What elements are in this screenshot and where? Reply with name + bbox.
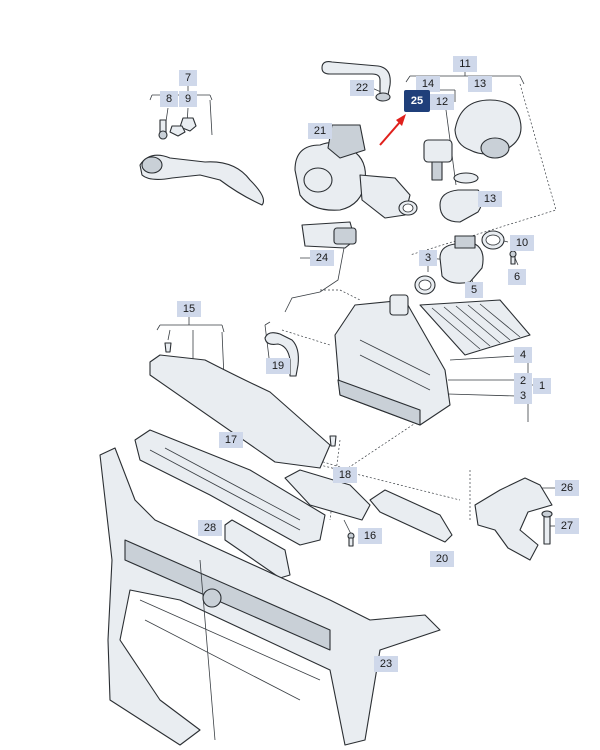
part-8-9-bolts	[158, 117, 197, 140]
label-10-bg	[510, 235, 534, 251]
label-20: 20	[436, 553, 448, 565]
part-20-air-guide	[369, 489, 453, 543]
label-1: 1	[539, 380, 545, 392]
label-23: 23	[380, 658, 392, 670]
label-16: 16	[364, 530, 376, 542]
label-28-bg	[198, 520, 222, 536]
label-3b-bg	[514, 388, 532, 404]
label-9-bg	[179, 91, 197, 107]
part-5-air-mass-meter	[439, 235, 484, 284]
label-13a-bg	[468, 76, 492, 92]
red-arrow-line	[379, 121, 401, 146]
label-21-bg	[308, 123, 332, 139]
part-21-turbocharger	[294, 124, 411, 219]
label-14: 14	[422, 78, 434, 90]
label-15: 15	[183, 303, 195, 315]
label-24-bg	[310, 250, 334, 266]
label-5: 5	[471, 284, 477, 296]
label-20-bg	[430, 551, 454, 567]
label-5-bg	[465, 282, 483, 298]
label-18: 18	[339, 469, 351, 481]
label-6: 6	[514, 271, 520, 283]
label-2: 2	[520, 375, 526, 387]
part-27-bolt	[541, 510, 553, 545]
label-28: 28	[204, 522, 216, 534]
red-arrow-head	[396, 114, 406, 126]
label-8: 8	[166, 93, 172, 105]
label-16-bg	[358, 528, 382, 544]
callout-labels: 1 2 3 3 4 5 6 7 8 9 10 11 12 13 13 14 15	[160, 56, 579, 672]
label-4-bg	[514, 347, 532, 363]
label-14-bg	[416, 76, 440, 92]
part-22-hose	[321, 61, 391, 102]
label-11: 11	[459, 58, 470, 70]
part-18-duct-section	[284, 469, 371, 521]
label-3b: 3	[520, 390, 526, 402]
label-24: 24	[316, 252, 328, 264]
label-18-bg	[333, 467, 357, 483]
label-8-bg	[160, 91, 178, 107]
label-13b: 13	[484, 193, 496, 205]
part-13-charge-air-hose	[439, 99, 522, 223]
part-16-clip	[347, 532, 355, 547]
label-11-bg	[453, 56, 477, 72]
label-19: 19	[272, 360, 284, 372]
part-24-valve-bracket	[284, 221, 357, 313]
part-17-air-duct	[134, 429, 326, 546]
label-10: 10	[516, 237, 528, 249]
part-4-filter-element	[419, 299, 531, 356]
label-27: 27	[561, 520, 573, 532]
highlight-callout-25: 25	[379, 90, 430, 146]
label-17: 17	[225, 434, 237, 446]
label-13b-bg	[478, 191, 502, 207]
label-2-bg	[514, 373, 532, 389]
label-21: 21	[314, 125, 326, 137]
part-26-bracket	[474, 477, 553, 561]
label-23-bg	[374, 656, 398, 672]
label-15-bg	[177, 301, 201, 317]
part-23-lock-carrier	[99, 447, 441, 746]
label-12-bg	[430, 94, 454, 110]
highlight-label-25: 25	[411, 95, 423, 107]
part-14-o-ring	[398, 200, 418, 216]
part-28-panel	[224, 519, 291, 579]
part-7-intake-pipe	[139, 154, 265, 206]
label-26-bg	[555, 480, 579, 496]
label-3a: 3	[425, 252, 431, 264]
label-26: 26	[561, 482, 573, 494]
label-27-bg	[555, 518, 579, 534]
label-19-bg	[266, 358, 290, 374]
label-7-bg	[179, 70, 197, 86]
label-1-bg	[533, 378, 551, 394]
part-10-hose-clip	[481, 230, 505, 250]
label-22: 22	[356, 82, 368, 94]
label-17-bg	[219, 432, 243, 448]
part-6-screw	[509, 250, 517, 265]
label-7: 7	[185, 72, 191, 84]
label-13a: 13	[474, 78, 486, 90]
part-3-seal-ring	[414, 275, 436, 295]
part-2-air-filter-housing	[334, 294, 451, 426]
part-12-sensor	[423, 139, 453, 181]
part-19-vent-hose	[264, 332, 299, 377]
label-22-bg	[350, 80, 374, 96]
label-3a-bg	[419, 250, 437, 266]
label-9: 9	[185, 93, 191, 105]
label-12: 12	[436, 96, 448, 108]
label-4: 4	[520, 349, 526, 361]
part-15-cover-plate	[149, 342, 337, 469]
label-6-bg	[508, 269, 526, 285]
highlight-label-25-bg	[404, 90, 430, 112]
